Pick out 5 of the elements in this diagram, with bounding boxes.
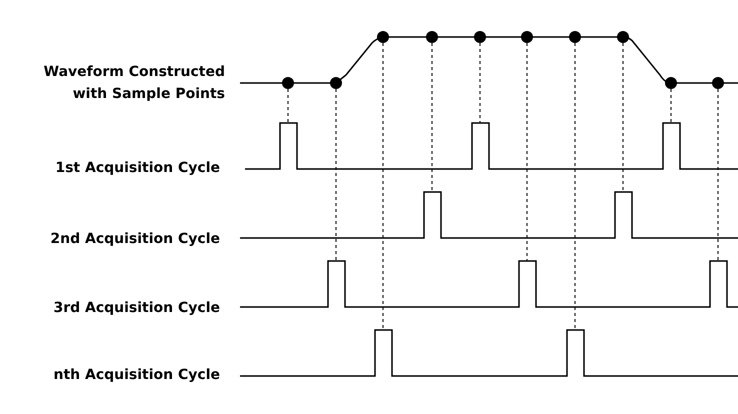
row-label: Waveform Constructed with Sample Points: [42, 63, 225, 104]
row-label: 3rd Acquisition Cycle: [52, 299, 220, 318]
row-label: nth Acquisition Cycle: [52, 366, 220, 385]
row-label: 2nd Acquisition Cycle: [49, 230, 220, 249]
row-label: 1st Acquisition Cycle: [54, 159, 220, 178]
